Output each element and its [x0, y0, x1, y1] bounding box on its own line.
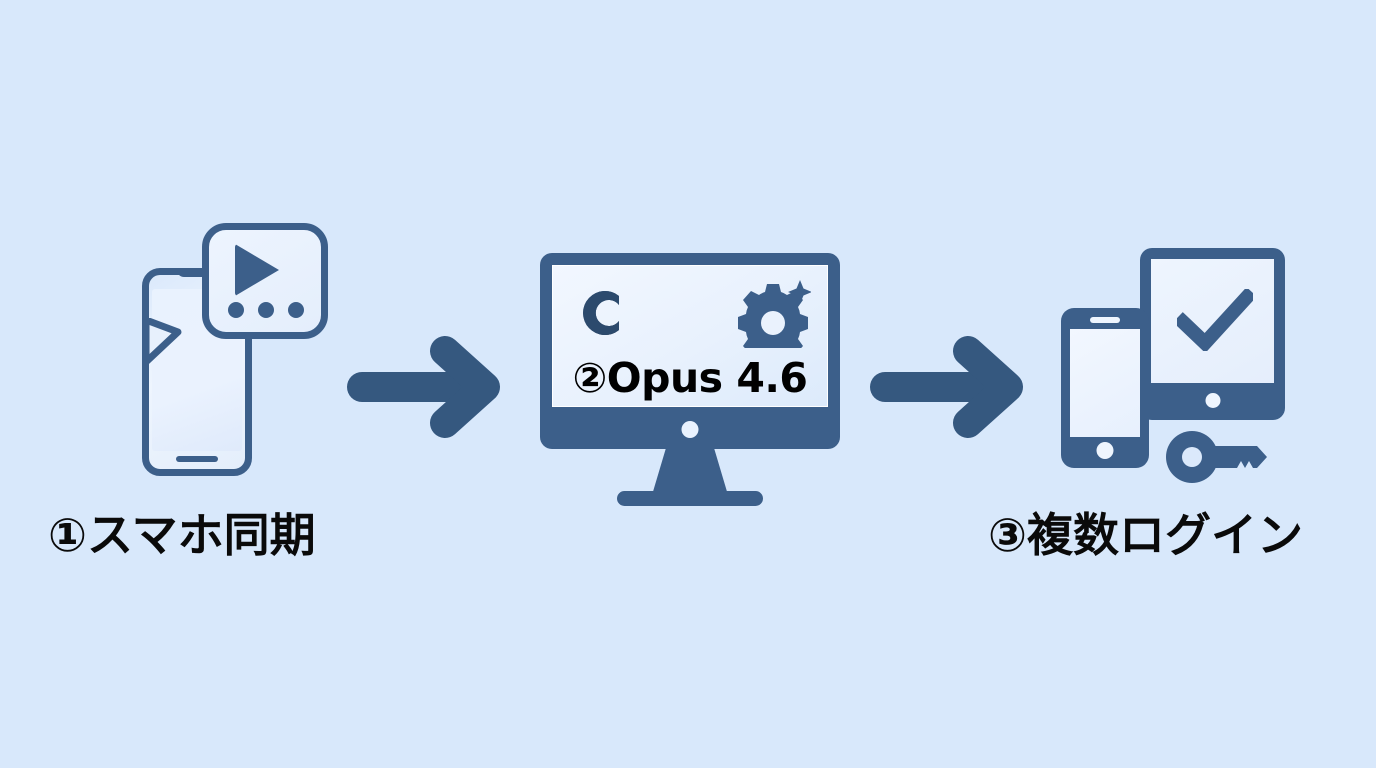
key-icon: [1165, 430, 1270, 484]
double-c-logo-icon: [571, 282, 633, 344]
step-2-icon-group: ②Opus 4.6: [540, 253, 840, 513]
step-1-icon-group: [120, 210, 350, 510]
checkmark-icon: [1177, 289, 1253, 351]
smartphone-home-bar: [176, 456, 218, 462]
smartphone-notch: [177, 268, 223, 277]
tablet-icon: [1140, 248, 1285, 420]
gear-icon: [737, 278, 811, 348]
step-1-label: ①スマホ同期: [48, 508, 316, 562]
flow-arrow-2-icon: [868, 335, 1028, 440]
typing-dots-icon: [228, 302, 304, 318]
monitor-stand-base: [617, 491, 763, 506]
monitor-power-led: [681, 421, 699, 438]
speech-bubble-icon: [202, 223, 328, 339]
monitor-stand-neck: [652, 449, 728, 495]
flow-arrow-1-icon: [345, 335, 505, 440]
small-phone-icon: [1061, 308, 1149, 468]
monitor-frame: ②Opus 4.6: [540, 253, 840, 449]
tablet-screen: [1151, 259, 1274, 383]
step-3-label: ③複数ログイン: [988, 508, 1303, 562]
step-3-icon-group: [1055, 248, 1305, 498]
monitor-screen: ②Opus 4.6: [552, 265, 828, 407]
small-phone-home-button: [1096, 442, 1114, 459]
play-triangle-icon: [235, 244, 279, 296]
small-phone-speaker: [1090, 317, 1120, 323]
monitor-caption: ②Opus 4.6: [572, 354, 808, 402]
tablet-home-button: [1205, 393, 1220, 408]
small-phone-screen: [1070, 329, 1140, 437]
